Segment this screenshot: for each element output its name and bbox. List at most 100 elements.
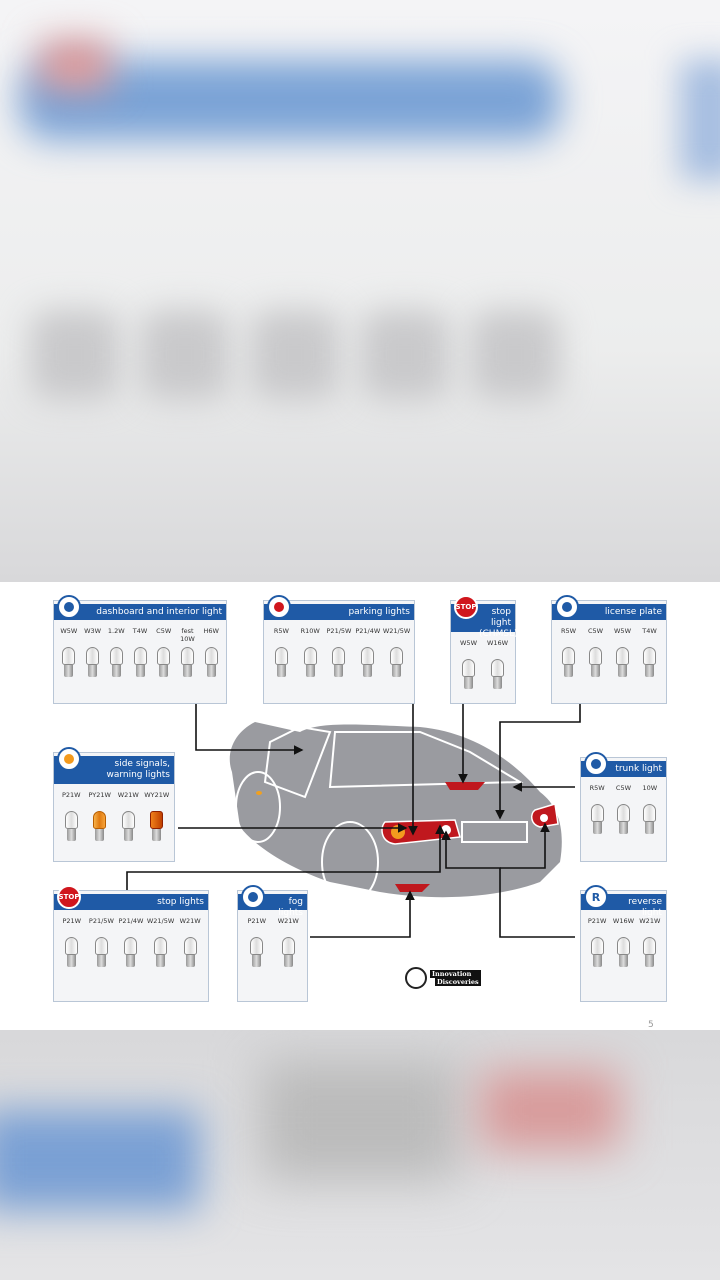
car-body	[229, 722, 562, 898]
bulb-type-label: fest 10W	[180, 627, 195, 643]
bulb-type-label: WY21W	[144, 791, 170, 799]
bulb-glass	[361, 647, 375, 665]
bulb-base	[305, 665, 315, 677]
trunk-light-icon	[584, 752, 608, 776]
bulb-base	[645, 955, 655, 967]
bulb-base	[618, 665, 627, 677]
bulb-type-label: P21W	[61, 791, 81, 799]
bulb-base	[591, 665, 600, 677]
bulb-w21w: W21W	[116, 791, 140, 841]
bulb-base	[64, 665, 74, 677]
bulb-t4w: T4W	[638, 627, 662, 677]
car-illustration	[126, 704, 581, 938]
bulb-glass	[93, 811, 107, 829]
bulb-base	[363, 665, 373, 677]
bulb-type-label: W21/5W	[146, 917, 175, 925]
bulb-glass	[204, 647, 218, 665]
bulb-fest10w: fest 10W	[176, 627, 200, 677]
bulb-type-label: W5W	[614, 627, 631, 635]
bulb-base	[392, 665, 402, 677]
bulb-type-label: P21W	[587, 917, 607, 925]
bulb-glass	[462, 659, 475, 677]
bulb-r5w: R5W	[557, 627, 581, 677]
bulb-type-label: T4W	[642, 627, 657, 635]
bulb-w21w: W21W	[178, 917, 202, 967]
parking-light-icon	[267, 595, 291, 619]
bulb-p21w: P21W	[245, 917, 269, 967]
bulb-base	[185, 955, 195, 967]
bulb-type-label: P21W	[62, 917, 82, 925]
bulb-base	[252, 955, 262, 967]
bulb-type-label: W5W	[60, 627, 78, 635]
bulb-r10w: R10W	[298, 627, 322, 677]
bulb-glass	[86, 647, 100, 665]
bulb-type-label: P21/4W	[118, 917, 144, 925]
bulb-type-label: W21W	[179, 917, 201, 925]
bulb-w215w: W21/5W	[146, 917, 175, 967]
bulb-type-label: C5W	[156, 627, 172, 635]
bulb-wy21w: WY21W	[144, 791, 170, 841]
bulb-glass	[643, 647, 656, 665]
bulb-glass	[150, 811, 164, 829]
bulb-type-label: W16W	[612, 917, 635, 925]
bulb-base	[67, 955, 77, 967]
logo-line2: Discoveries	[435, 978, 481, 986]
bulb-w3w: W3W	[81, 627, 105, 677]
bulb-type-label: W21/5W	[382, 627, 411, 635]
bulb-base	[152, 829, 162, 841]
bulb-type-label: W3W	[84, 627, 102, 635]
bulb-py21w: PY21W	[88, 791, 112, 841]
bulb-glass	[274, 647, 288, 665]
bulb-base	[283, 955, 293, 967]
bulb-r5w: R5W	[269, 627, 293, 677]
bulb-base	[182, 665, 192, 677]
bulb-p21w: P21W	[59, 791, 83, 841]
bulb-glass	[281, 937, 295, 955]
bulb-base	[464, 677, 473, 689]
bulb-type-label: W5W	[460, 639, 477, 647]
bulb-base	[159, 665, 169, 677]
bulb-p214w: P21/4W	[119, 917, 143, 967]
panel-title: stop lights	[54, 894, 208, 910]
bulb-base	[645, 665, 654, 677]
bulb-glass	[643, 937, 657, 955]
dashboard-light-icon	[57, 595, 81, 619]
bulb-glass	[121, 811, 135, 829]
bulb-10w: 10W	[638, 784, 662, 834]
bulb-w21w: W21W	[276, 917, 300, 967]
bulb-base	[334, 665, 344, 677]
bulb-base	[88, 665, 98, 677]
bulb-type-label: P21/5W	[326, 627, 352, 635]
bulb-c5w: C5W	[584, 627, 608, 677]
bulb-w5w: W5W	[611, 627, 635, 677]
bulb-type-label: P21W	[247, 917, 267, 925]
bulb-glass	[250, 937, 264, 955]
license-plate-icon	[555, 595, 579, 619]
bulb-base	[564, 665, 573, 677]
bulb-glass	[303, 647, 317, 665]
bulb-glass	[94, 937, 108, 955]
bulb-h6w: H6W	[199, 627, 223, 677]
bulb-type-label: W21W	[117, 791, 139, 799]
bulb-glass	[562, 647, 575, 665]
bulb-base	[135, 665, 145, 677]
bulb-type-label: 10W	[642, 784, 658, 792]
bulb-type-label: R5W	[589, 784, 605, 792]
bulb-glass	[109, 647, 123, 665]
bulb-glass	[154, 937, 168, 955]
bulb-r5w: R5W	[585, 784, 609, 834]
bulb-glass	[590, 937, 604, 955]
bulb-glass	[643, 804, 657, 822]
bulb-glass	[616, 937, 630, 955]
logo-line1: Innovation	[430, 970, 481, 978]
bulb-type-label: W21W	[639, 917, 661, 925]
bulb-glass	[124, 937, 138, 955]
